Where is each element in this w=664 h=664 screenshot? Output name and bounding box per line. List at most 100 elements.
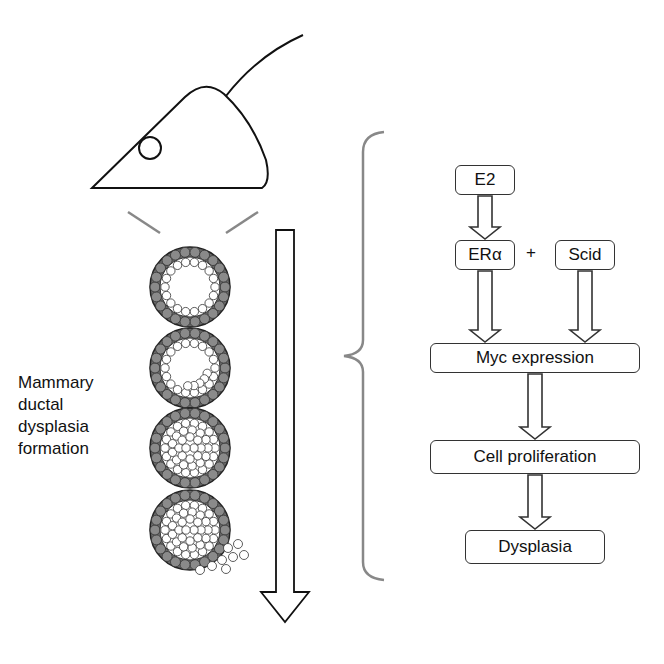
luminal-cell [209,274,217,282]
luminal-cell [161,444,169,452]
mouse-tail [226,35,303,96]
myoepithelial-cell [151,515,161,525]
escaping-cell [222,565,231,574]
flow-arrow [470,271,500,342]
myoepithelial-cell [151,272,161,282]
flow-arrow [520,374,550,439]
luminal-cell [194,436,202,444]
luminal-cell [211,283,219,291]
luminal-cell [186,433,194,441]
myoepithelial-cell [220,525,230,535]
process-box: Cell proliferation [430,440,640,474]
luminal-cell [182,526,190,534]
myoepithelial-cell [219,353,229,363]
luminal-cell [209,517,217,525]
myoepithelial-cell [220,282,230,292]
myoepithelial-cell [180,408,190,418]
myoepithelial-cell [190,247,200,257]
bracket [344,132,384,580]
luminal-cell [173,342,181,350]
luminal-cell [162,372,170,380]
lumen [160,418,220,478]
escaping-cell [234,540,243,549]
side-label: Mammary ductal dysplasia formation [18,372,138,460]
escaping-cell [229,553,238,562]
mouse-eye [139,137,161,159]
plus-sign: + [526,242,536,264]
myoepithelial-cell [219,453,229,463]
myoepithelial-cell [220,363,230,373]
escaping-cell [218,556,227,565]
luminal-cell [161,526,169,534]
escaping-cell [224,544,233,553]
luminal-cell [184,382,192,390]
luminal-cell [181,468,189,476]
myoepithelial-cell [180,317,190,327]
luminal-cell [173,261,181,269]
myoepithelial-cell [150,282,160,292]
myoepithelial-cell [150,525,160,535]
myoepithelial-cell [190,408,200,418]
luminal-cell [167,299,175,307]
luminal-cell [194,534,202,542]
box-text: ERα [468,245,501,265]
luminal-cell [178,534,186,542]
luminal-cell [181,419,189,427]
luminal-cell [178,518,186,526]
luminal-cell [209,452,217,460]
lumen [160,500,220,560]
duct-section [150,490,230,570]
box-text: Dysplasia [498,537,572,557]
process-box: E2 [455,165,515,195]
myoepithelial-cell [219,373,229,383]
process-box: Myc expression [430,343,640,373]
flow-arrow [570,271,600,342]
luminal-cell [202,435,210,443]
box-text: Myc expression [476,348,594,368]
myoepithelial-cell [151,453,161,463]
myoepithelial-cell [190,317,200,327]
luminal-cell [181,501,189,509]
luminal-cell [205,348,213,356]
myoepithelial-cell [150,363,160,373]
luminal-cell [190,444,198,452]
progression-arrow [261,230,309,622]
box-text: E2 [475,170,496,190]
escaping-cell [240,551,249,560]
process-box: ERα [455,240,515,270]
lumen [160,338,220,398]
luminal-cell [205,428,213,436]
luminal-cell [178,436,186,444]
luminal-cell [181,550,189,558]
myoepithelial-cell [180,328,190,338]
luminal-cell [181,258,189,266]
funnel-line [226,212,258,233]
myoepithelial-cell [180,478,190,488]
luminal-cell [162,274,170,282]
luminal-cell [186,537,194,545]
myoepithelial-cell [180,560,190,570]
myoepithelial-cell [219,515,229,525]
lumen [160,257,220,317]
luminal-cell [186,455,194,463]
myoepithelial-cell [219,292,229,302]
myoepithelial-cell [151,292,161,302]
luminal-cell [190,307,198,315]
myoepithelial-cell [151,535,161,545]
luminal-cell [190,258,198,266]
luminal-cell [198,304,206,312]
luminal-cell [190,339,198,347]
luminal-cell [209,355,217,363]
luminal-cell [167,380,175,388]
luminal-cell [161,283,169,291]
flow-arrow [470,196,500,239]
myoepithelial-cell [151,353,161,363]
luminal-cell [182,444,190,452]
myoepithelial-cell [151,373,161,383]
escaping-cell [196,566,205,575]
luminal-cell [202,517,210,525]
luminal-cell [178,452,186,460]
luminal-cell [209,534,217,542]
myoepithelial-cell [219,433,229,443]
